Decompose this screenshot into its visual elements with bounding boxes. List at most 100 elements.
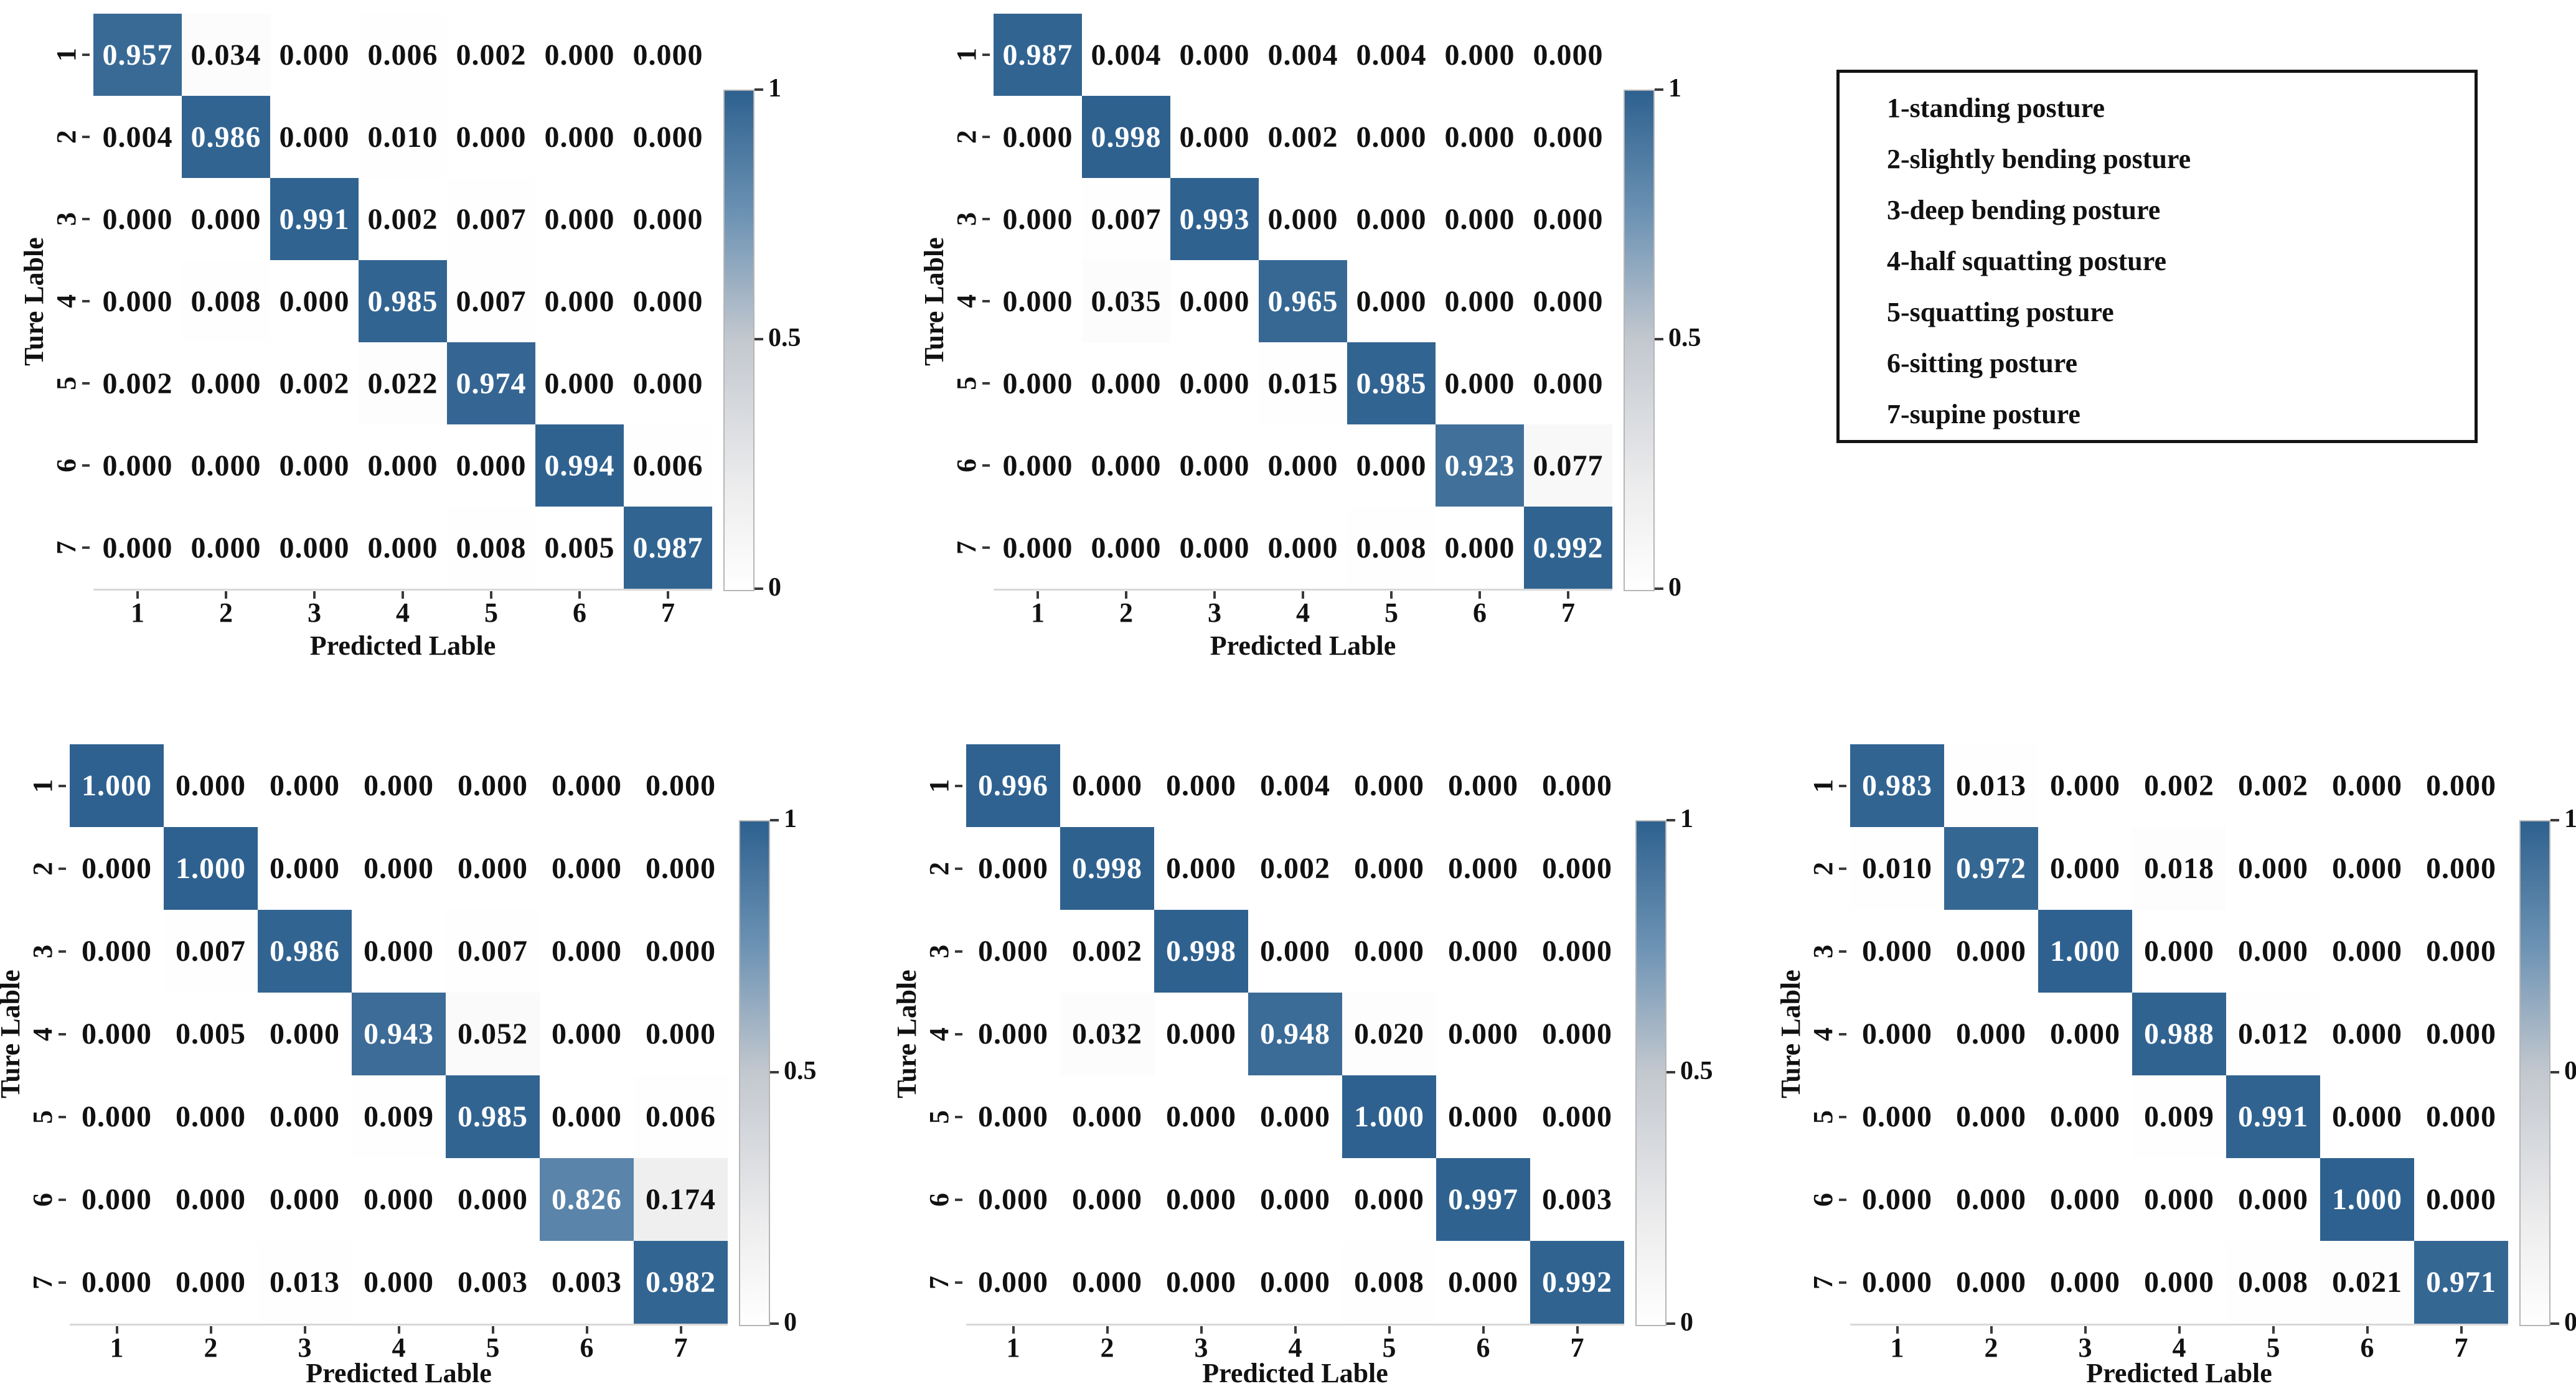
matrix-cell: 0.000 xyxy=(1154,744,1248,827)
y-tick-label: 7 xyxy=(50,541,82,554)
y-tick-mark xyxy=(955,784,962,787)
matrix-cell: 0.987 xyxy=(624,507,712,589)
matrix-cell: 0.002 xyxy=(1248,827,1342,910)
matrix-cell: 0.002 xyxy=(2132,744,2226,827)
matrix-cell: 0.000 xyxy=(634,827,728,910)
colorbar-tick-label: 0.5 xyxy=(784,1056,817,1085)
matrix-cell: 0.005 xyxy=(535,507,624,589)
matrix-cell: 0.000 xyxy=(1436,827,1530,910)
matrix-cell: 0.002 xyxy=(270,342,359,424)
matrix-cell: 0.000 xyxy=(540,827,634,910)
matrix-cell: 0.000 xyxy=(2038,1158,2132,1241)
x-tick-label: 5 xyxy=(484,597,498,628)
y-tick-mark xyxy=(1839,1115,1846,1118)
colorbar xyxy=(2519,820,2550,1326)
matrix-cell: 0.982 xyxy=(634,1241,728,1324)
matrix-cell: 0.000 xyxy=(994,260,1082,342)
y-axis-label: Ture Lable xyxy=(891,744,922,1324)
y-tick-label: 5 xyxy=(951,376,982,390)
matrix-cell: 0.000 xyxy=(966,1241,1060,1324)
x-tick-label: 1 xyxy=(131,597,144,628)
legend-item: 6-sitting posture xyxy=(1887,348,2077,378)
colorbar-tick-label: 1 xyxy=(1668,74,1681,103)
matrix-cell: 0.983 xyxy=(1850,744,1944,827)
matrix-cell: 0.948 xyxy=(1248,993,1342,1075)
y-tick-label: 4 xyxy=(27,1027,58,1041)
matrix-cell: 0.986 xyxy=(182,96,270,178)
x-tick-label: 7 xyxy=(661,597,675,628)
colorbar-tick-mark xyxy=(2550,1070,2559,1073)
x-tick-mark xyxy=(491,1326,494,1334)
matrix-cell: 0.000 xyxy=(994,424,1082,507)
matrix-cell: 0.007 xyxy=(447,178,535,260)
matrix-cell: 0.009 xyxy=(2132,1075,2226,1158)
matrix-cell: 0.000 xyxy=(535,14,624,96)
x-tick-label: 4 xyxy=(396,597,410,628)
y-tick-label: 2 xyxy=(951,130,982,144)
matrix-cell: 0.000 xyxy=(359,424,447,507)
matrix-cell: 0.000 xyxy=(258,1158,352,1241)
matrix-cell: 0.000 xyxy=(535,342,624,424)
x-axis-label: Predicted Lable xyxy=(1202,1358,1388,1388)
x-tick-label: 7 xyxy=(1561,597,1575,628)
matrix-cell: 0.000 xyxy=(1524,178,1612,260)
matrix-cell: 0.000 xyxy=(446,744,540,827)
matrix-grid-top-middle xyxy=(994,14,1612,591)
matrix-cell: 0.000 xyxy=(1154,1241,1248,1324)
x-axis-label: Predicted Lable xyxy=(1210,630,1396,661)
matrix-cell: 0.000 xyxy=(270,96,359,178)
matrix-cell: 0.021 xyxy=(2320,1241,2414,1324)
legend-item: 2-slightly bending posture xyxy=(1887,144,2191,174)
colorbar-tick-mark xyxy=(2550,1322,2559,1325)
colorbar xyxy=(1635,820,1666,1326)
y-tick-label: 7 xyxy=(1807,1275,1838,1289)
y-tick-mark xyxy=(82,54,90,56)
matrix-cell: 0.000 xyxy=(1347,178,1436,260)
y-tick-label: 6 xyxy=(923,1192,954,1207)
matrix-cell: 0.000 xyxy=(2320,744,2414,827)
colorbar-tick-label: 0 xyxy=(1668,573,1681,602)
y-tick-label: 7 xyxy=(27,1275,58,1289)
matrix-cell: 0.000 xyxy=(270,260,359,342)
matrix-cell: 0.000 xyxy=(1060,744,1154,827)
matrix-cell: 0.000 xyxy=(352,910,446,993)
matrix-cell: 0.000 xyxy=(994,507,1082,589)
y-axis-label-text: Ture Lable xyxy=(918,236,949,366)
colorbar-tick-label: 1 xyxy=(1680,805,1693,833)
matrix-cell: 0.987 xyxy=(994,14,1082,96)
matrix-cell: 0.000 xyxy=(1524,342,1612,424)
matrix-cell: 0.013 xyxy=(1944,744,2038,827)
matrix-cell: 0.000 xyxy=(1850,1241,1944,1324)
matrix-cell: 0.943 xyxy=(352,993,446,1075)
matrix-cell: 0.000 xyxy=(352,827,446,910)
matrix-cell: 0.000 xyxy=(1259,178,1347,260)
matrix-cell: 0.000 xyxy=(2414,993,2508,1075)
y-tick-label: 7 xyxy=(923,1275,954,1289)
matrix-cell: 0.000 xyxy=(2132,910,2226,993)
y-tick-label: 1 xyxy=(951,48,982,62)
x-tick-mark xyxy=(1294,1326,1297,1334)
matrix-cell: 0.000 xyxy=(1082,342,1170,424)
matrix-cell: 0.000 xyxy=(1524,96,1612,178)
matrix-cell: 0.018 xyxy=(2132,827,2226,910)
y-tick-mark xyxy=(1839,1281,1846,1284)
matrix-cell: 0.000 xyxy=(624,260,712,342)
matrix-cell: 0.077 xyxy=(1524,424,1612,507)
y-axis-label-text: Ture Lable xyxy=(0,970,26,1098)
matrix-cell: 0.008 xyxy=(1347,507,1436,589)
matrix-cell: 0.000 xyxy=(624,96,712,178)
matrix-cell: 0.992 xyxy=(1530,1241,1624,1324)
matrix-cell: 0.000 xyxy=(70,827,164,910)
matrix-cell: 0.000 xyxy=(634,993,728,1075)
y-axis-label-text: Ture Lable xyxy=(1775,970,1806,1098)
x-tick-label: 2 xyxy=(204,1332,218,1363)
matrix-cell: 0.000 xyxy=(70,1075,164,1158)
matrix-cell: 1.000 xyxy=(2320,1158,2414,1241)
x-tick-label: 5 xyxy=(2266,1332,2280,1363)
matrix-cell: 0.000 xyxy=(258,993,352,1075)
colorbar-tick-label: 0 xyxy=(2564,1308,2576,1337)
matrix-cell: 0.998 xyxy=(1154,910,1248,993)
matrix-cell: 0.002 xyxy=(1060,910,1154,993)
x-tick-label: 3 xyxy=(1208,597,1221,628)
matrix-cell: 0.000 xyxy=(1170,424,1259,507)
